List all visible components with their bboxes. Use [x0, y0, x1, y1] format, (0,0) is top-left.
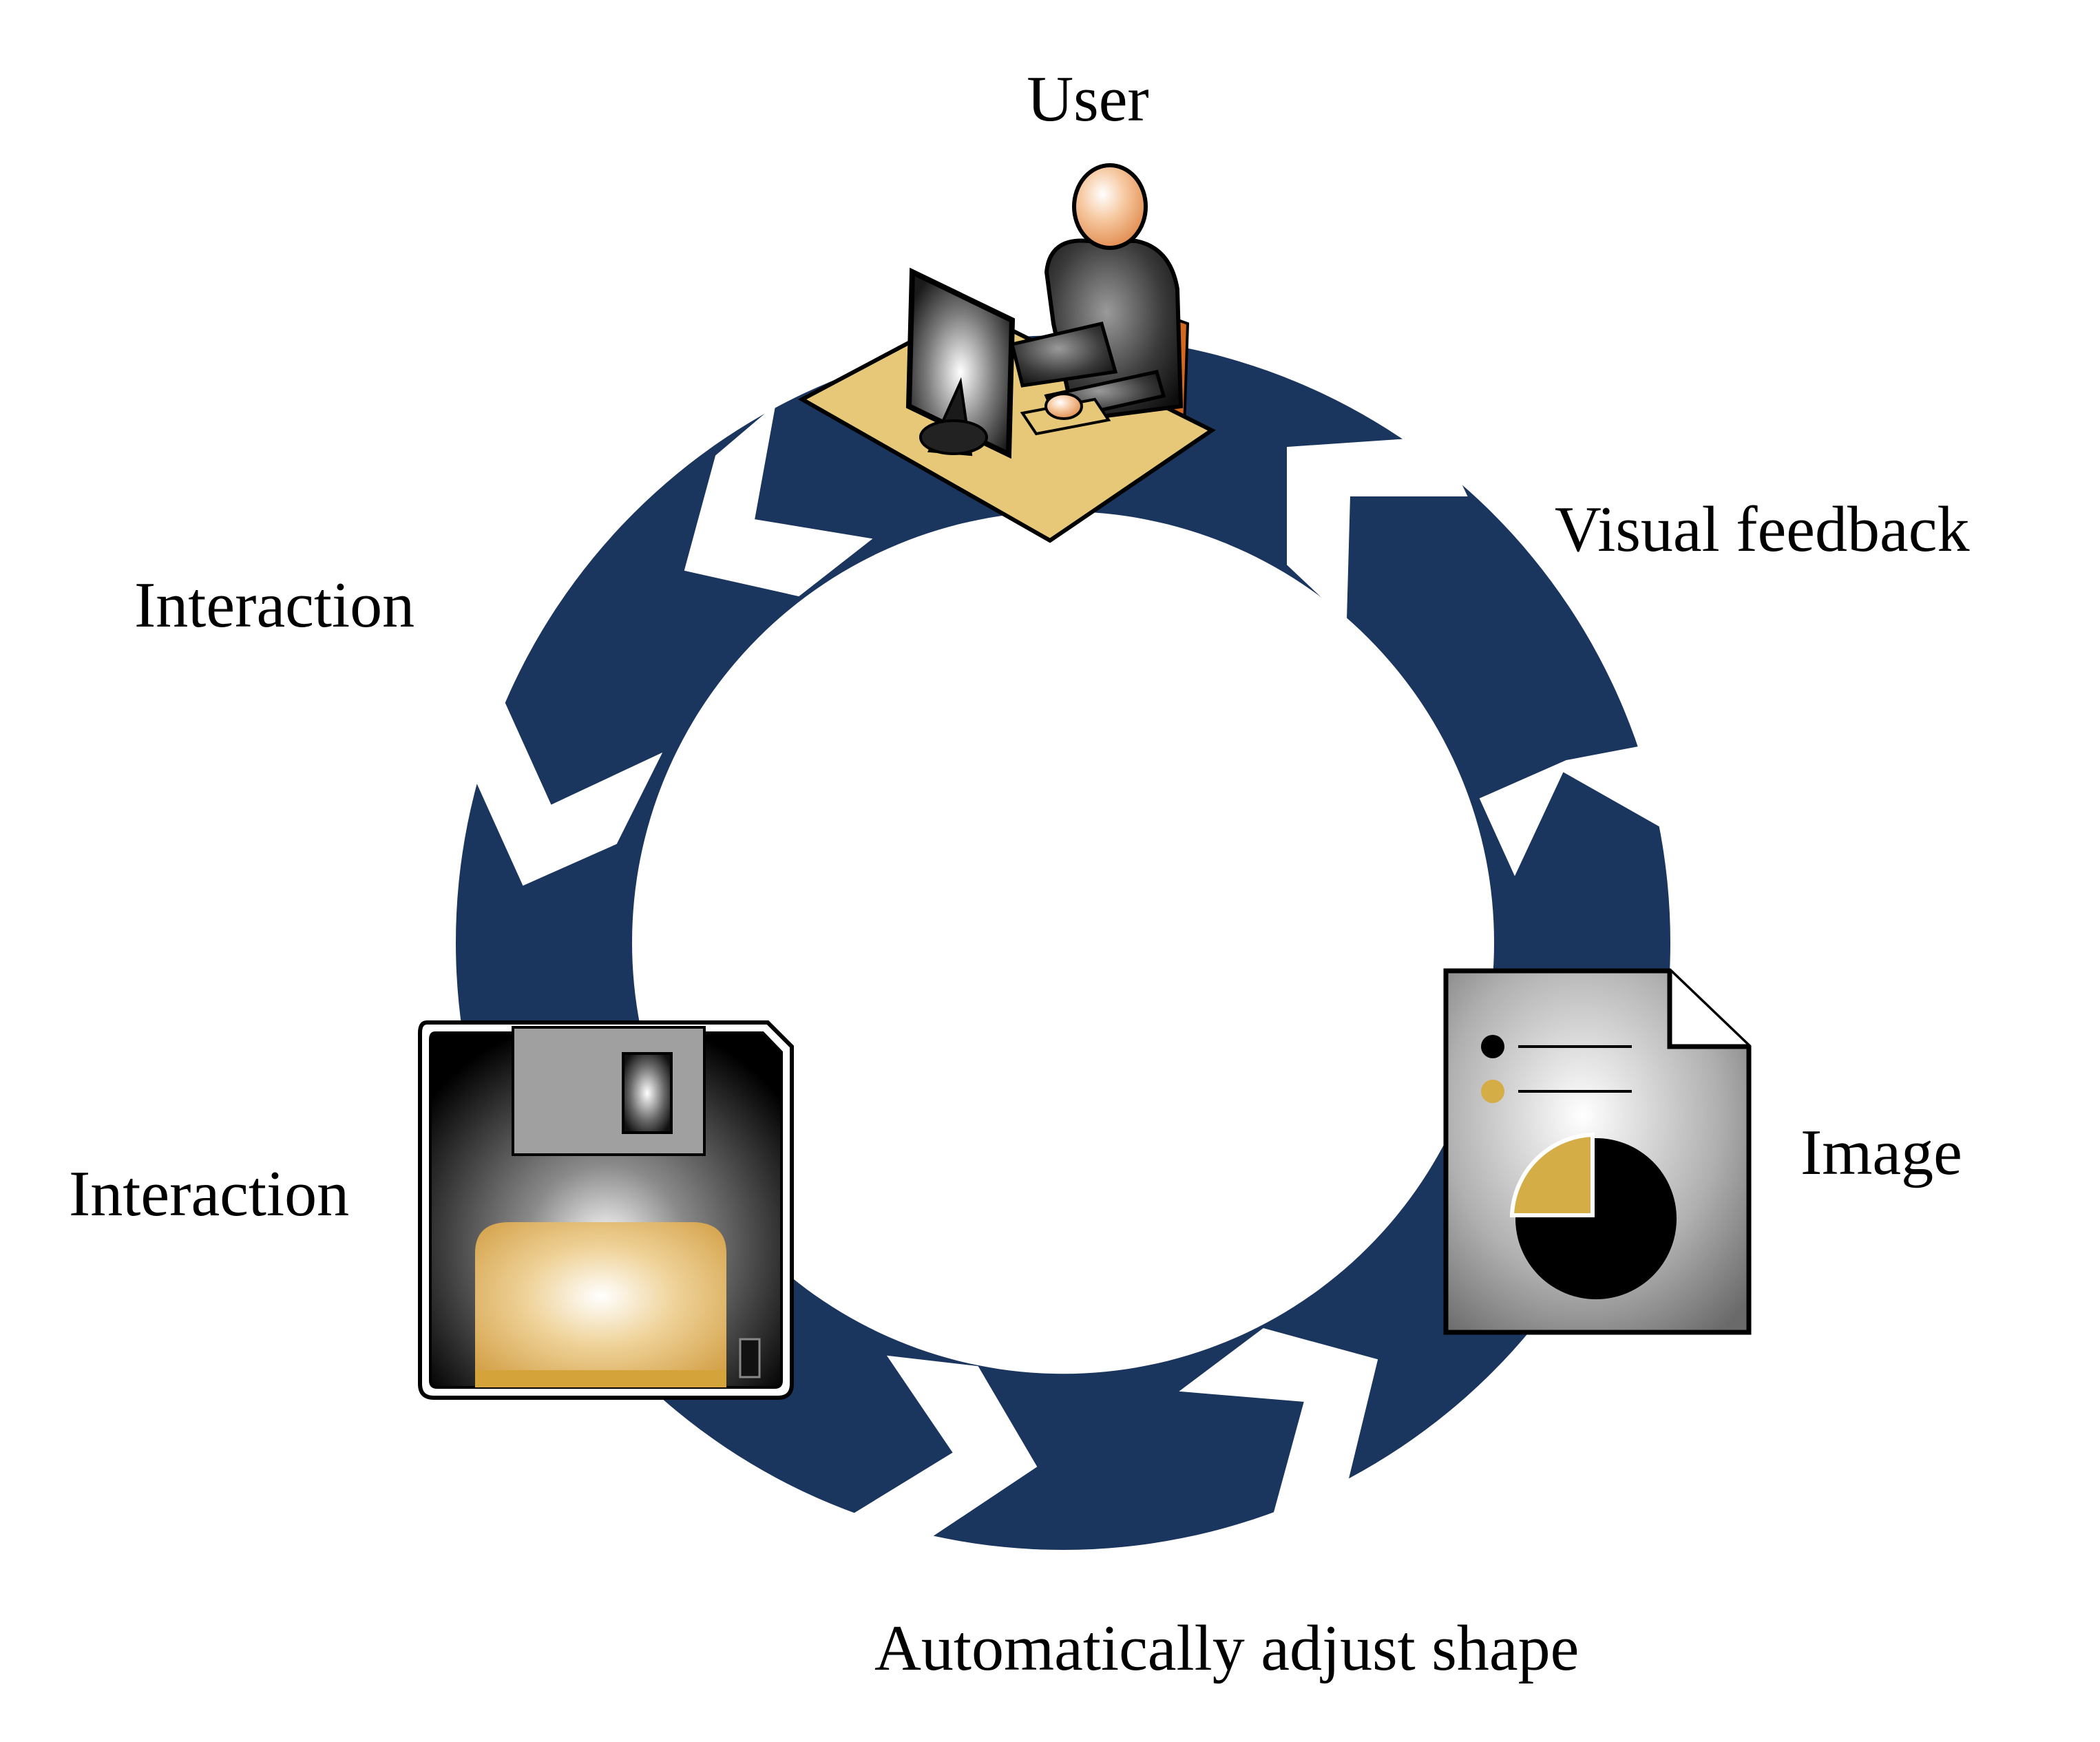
label-interaction-bottom: Interaction — [69, 1158, 349, 1230]
floppy-disk-icon — [418, 1020, 794, 1400]
floppy-label — [475, 1222, 726, 1387]
document-chart-icon — [1443, 968, 1752, 1335]
arrow-chevron-top-left — [684, 404, 873, 597]
arrow-chevron-bottom-right — [1179, 1328, 1378, 1516]
cycle-arrows — [474, 404, 1668, 1537]
label-user: User — [1027, 63, 1149, 135]
label-auto-adjust: Automatically adjust shape — [874, 1613, 1579, 1684]
arrow-chevron-top-right — [1287, 436, 1468, 622]
label-visual-feedback: Visual feedback — [1555, 494, 1969, 565]
user-head — [1072, 163, 1148, 250]
label-interaction-top: Interaction — [134, 569, 414, 641]
arrow-chevron-right — [1479, 746, 1668, 877]
user-at-computer-icon — [797, 163, 1216, 543]
arrow-chevron-left — [474, 697, 663, 886]
floppy-shutter — [512, 1026, 706, 1156]
label-image: Image — [1800, 1117, 1962, 1188]
arrow-chevron-bottom-left — [845, 1355, 1038, 1537]
monitor — [905, 267, 1016, 459]
